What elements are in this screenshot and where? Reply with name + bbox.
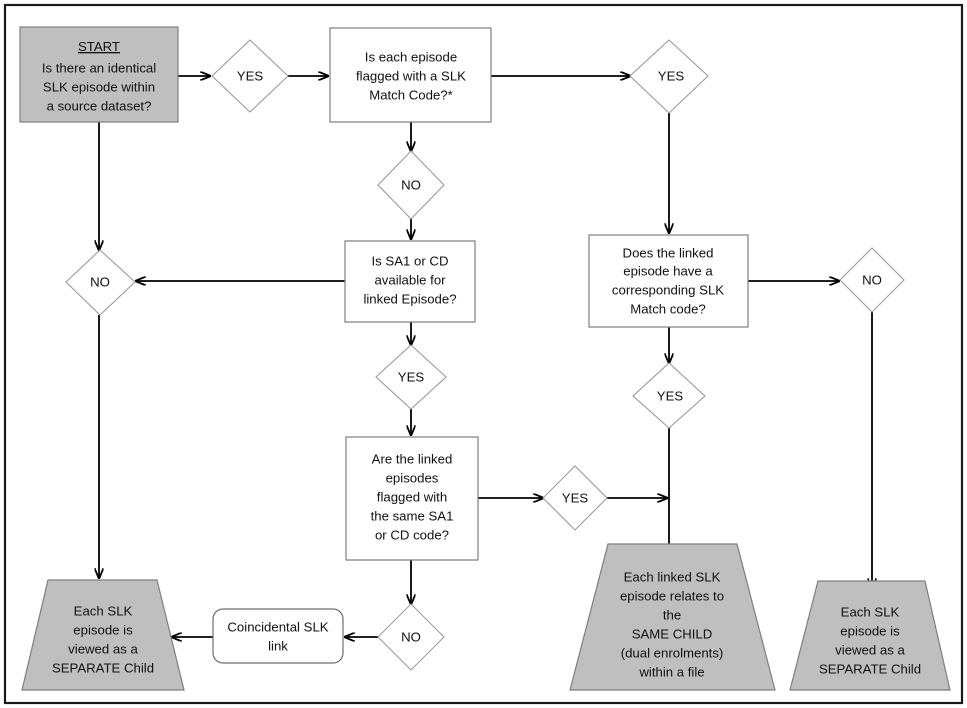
no-start-label: NO [90,274,110,289]
node-start[interactable]: START Is there an identical SLK episode … [19,26,179,123]
node-coincidental-link[interactable]: Coincidental SLK link [212,608,344,664]
slk-match-line-3: Match Code?* [369,87,453,102]
node-yes-linked-slk[interactable]: YES [632,362,706,429]
node-same-child[interactable]: Each linked SLK episode relates to the S… [569,543,776,691]
node-no-start[interactable]: NO [65,249,136,316]
start-heading: START [78,39,120,54]
node-yes-same-sa1[interactable]: YES [542,465,608,531]
diagram-border [3,3,964,705]
yes-start-label: YES [237,68,264,83]
same-child-line-6: within a file [638,664,704,679]
start-line-3: a source dataset? [47,98,152,113]
separate-left-line-4: SEPARATE Child [52,660,154,675]
node-sa1-or-cd[interactable]: Is SA1 or CD available for linked Episod… [344,240,476,323]
node-yes-sa1-cd[interactable]: YES [375,344,447,410]
yes-same-sa1-label: YES [562,490,589,505]
slk-match-line-1: Is each episode [365,49,457,64]
linked-episode-line-4: Match code? [630,301,706,316]
no-match-code-label: NO [401,177,421,192]
same-child-line-1: Each linked SLK [624,569,721,584]
start-line-1: Is there an identical [42,60,156,75]
coincidental-line-2: link [268,638,288,653]
same-sa1-line-4: the same SA1 [371,508,454,523]
linked-episode-line-1: Does the linked [623,245,714,260]
same-child-line-4: SAME CHILD [632,626,713,641]
node-slk-match-code[interactable]: Is each episode flagged with a SLK Match… [329,27,492,123]
sa1-cd-line-1: Is SA1 or CD [372,253,449,268]
separate-left-line-3: viewed as a [68,641,138,656]
separate-left-line-2: episode is [73,622,133,637]
same-sa1-line-2: episodes [386,470,439,485]
linked-episode-line-2: episode have a [623,263,713,278]
same-sa1-line-1: Are the linked [372,451,453,466]
node-same-sa1-cd[interactable]: Are the linked episodes flagged with the… [345,436,479,561]
no-same-sa1-label: NO [401,629,421,644]
coincidental-line-1: Coincidental SLK [227,619,328,634]
connectors [99,76,872,637]
node-yes-start[interactable]: YES [211,39,289,113]
node-separate-child-left[interactable]: Each SLK episode is viewed as a SEPARATE… [21,579,185,691]
linked-episode-line-3: corresponding SLK [612,282,724,297]
yes-linked-slk-label: YES [657,388,684,403]
slk-match-line-2: flagged with a SLK [356,68,466,83]
start-line-2: SLK episode within [43,79,155,94]
node-no-linked-slk[interactable]: NO [839,247,905,313]
same-child-line-2: episode relates to [620,588,724,603]
sa1-cd-line-3: linked Episode? [363,291,456,306]
same-sa1-line-5: or CD code? [375,527,449,542]
yes-sa1-cd-label: YES [398,369,425,384]
separate-right-line-4: SEPARATE Child [819,661,921,676]
separate-right-line-2: episode is [840,623,900,638]
node-no-match-code[interactable]: NO [377,150,445,220]
no-linked-slk-label: NO [862,272,882,287]
separate-right-line-1: Each SLK [841,604,900,619]
node-yes-match-code[interactable]: YES [629,39,709,114]
same-child-line-5: (dual enrolments) [621,645,724,660]
node-no-same-sa1[interactable]: NO [377,603,445,671]
same-sa1-line-3: flagged with [377,489,447,504]
yes-match-code-label: YES [658,68,685,83]
same-child-line-3: the [663,607,681,622]
sa1-cd-line-2: available for [374,272,446,287]
separate-left-line-1: Each SLK [74,603,133,618]
separate-right-line-3: viewed as a [835,642,905,657]
node-separate-child-right[interactable]: Each SLK episode is viewed as a SEPARATE… [789,580,951,691]
node-linked-episode-slk[interactable]: Does the linked episode have a correspon… [588,234,749,328]
